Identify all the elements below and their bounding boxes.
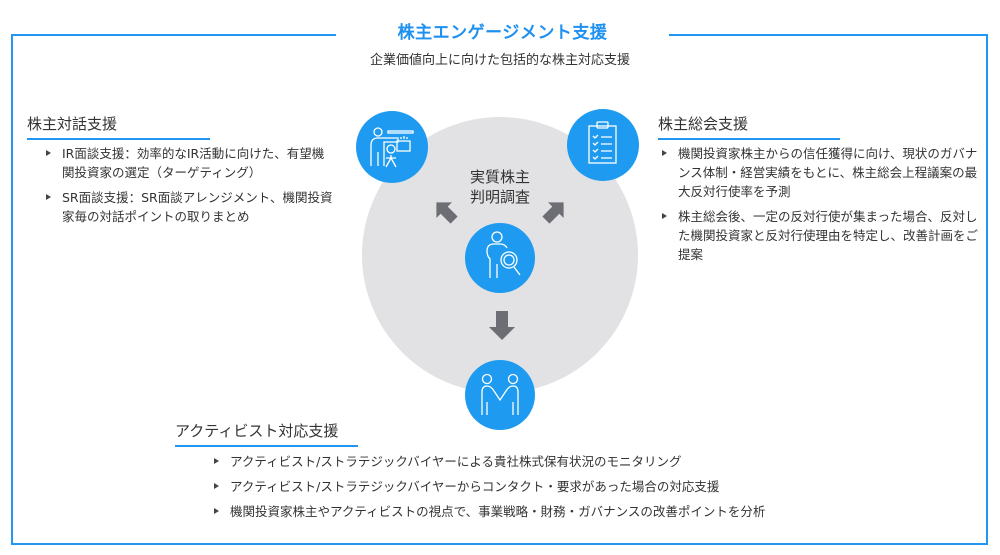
list-item: 機関投資家株主やアクティビストの視点で、事業戦略・財務・ガバナンスの改善ポイント… <box>212 502 832 521</box>
frame-border-left <box>11 34 13 545</box>
arrow-up-left-icon <box>436 202 458 224</box>
arrow-down-icon <box>489 311 515 340</box>
section-heading-activist: アクティビスト対応支援 <box>175 420 358 447</box>
bullet-triangle-icon <box>214 483 219 489</box>
bullet-triangle-icon <box>214 508 219 514</box>
frame-border-bottom <box>11 543 988 545</box>
bullet-text: 機関投資家株主やアクティビストの視点で、事業戦略・財務・ガバナンスの改善ポイント… <box>230 504 766 519</box>
section-heading-dialogue: 株主対話支援 <box>27 113 210 140</box>
bullet-text: SR面談支援：SR面談アレンジメント、機関投資家毎の対話ポイントの取りまとめ <box>62 190 333 224</box>
bullet-text: 株主総会後、一定の反対行使が集まった場合、反対した機関投資家と反対行使理由を特定… <box>678 209 979 262</box>
frame-border-top-right <box>669 34 988 36</box>
center-label: 実質株主 判明調査 <box>450 167 550 207</box>
arrow-up-right-icon <box>542 202 564 224</box>
list-item: IR面談支援：効率的なIR活動に向けた、有望機関投資家の選定（ターゲティング） <box>44 144 334 182</box>
bullet-text: IR面談支援：効率的なIR活動に向けた、有望機関投資家の選定（ターゲティング） <box>62 146 325 180</box>
list-item: アクティビスト/ストラテジックバイヤーによる貴社株式保有状況のモニタリング <box>212 452 832 471</box>
frame-border-top-left <box>11 34 336 36</box>
frame-border-right <box>986 34 988 545</box>
list-item: 機関投資家株主からの信任獲得に向け、現状のガバナンス体制・経営実績をもとに、株主… <box>660 144 980 201</box>
activist-bullet-list: アクティビスト/ストラテジックバイヤーによる貴社株式保有状況のモニタリング アク… <box>212 452 832 527</box>
center-label-line1: 実質株主 <box>469 168 530 186</box>
list-item: 株主総会後、一定の反対行使が集まった場合、反対した機関投資家と反対行使理由を特定… <box>660 207 980 264</box>
bullet-text: 機関投資家株主からの信任獲得に向け、現状のガバナンス体制・経営実績をもとに、株主… <box>678 146 978 199</box>
handshake-icon <box>465 360 535 430</box>
presentation-icon <box>356 111 428 183</box>
bullet-triangle-icon <box>46 150 51 156</box>
section-heading-agm: 株主総会支援 <box>658 113 840 140</box>
person-magnifier-icon <box>465 223 535 293</box>
clipboard-checklist-icon <box>567 109 639 181</box>
bullet-text: アクティビスト/ストラテジックバイヤーによる貴社株式保有状況のモニタリング <box>230 454 682 469</box>
page-title: 株主エンゲージメント支援 <box>397 23 608 43</box>
bullet-triangle-icon <box>214 458 219 464</box>
list-item: SR面談支援：SR面談アレンジメント、機関投資家毎の対話ポイントの取りまとめ <box>44 188 334 226</box>
agm-bullet-list: 機関投資家株主からの信任獲得に向け、現状のガバナンス体制・経営実績をもとに、株主… <box>660 144 980 270</box>
page-subtitle: 企業価値向上に向けた包括的な株主対応支援 <box>369 53 630 68</box>
bullet-triangle-icon <box>46 194 51 200</box>
bullet-triangle-icon <box>662 213 667 219</box>
dialogue-bullet-list: IR面談支援：効率的なIR活動に向けた、有望機関投資家の選定（ターゲティング） … <box>44 144 334 232</box>
bullet-triangle-icon <box>662 150 667 156</box>
bullet-text: アクティビスト/ストラテジックバイヤーからコンタクト・要求があった場合の対応支援 <box>230 479 720 494</box>
center-label-line2: 判明調査 <box>469 188 530 206</box>
list-item: アクティビスト/ストラテジックバイヤーからコンタクト・要求があった場合の対応支援 <box>212 477 832 496</box>
